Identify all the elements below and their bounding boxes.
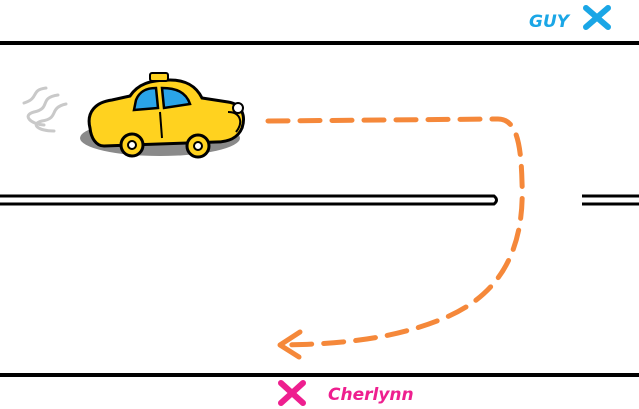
x-mark-icon [583, 5, 611, 30]
guy-label: GUY [529, 12, 571, 32]
center-divider-left [0, 194, 498, 206]
cherlynn-label: Cherlynn [328, 385, 414, 405]
route-path [265, 116, 525, 348]
x-mark-icon [278, 380, 306, 406]
exhaust-smoke-icon [22, 86, 68, 133]
arrow-head-icon [277, 329, 303, 360]
taxi-icon [80, 72, 245, 159]
center-divider-right [582, 194, 639, 206]
